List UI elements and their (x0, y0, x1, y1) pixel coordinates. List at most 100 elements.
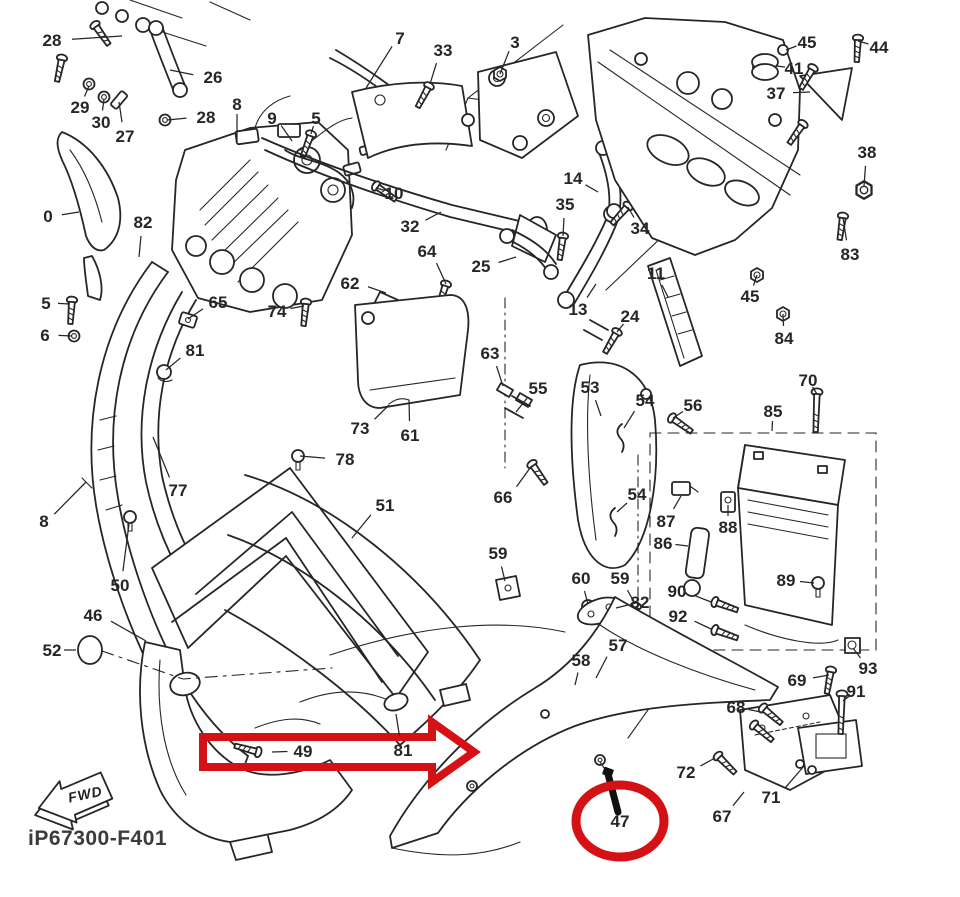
part-label-91: 91 (847, 682, 866, 701)
leader-line (574, 672, 579, 686)
leader-line (498, 256, 517, 264)
part-label-38: 38 (858, 143, 877, 162)
part-label-45: 45 (798, 33, 817, 52)
leader-line (122, 523, 130, 572)
stay-links (499, 140, 689, 357)
leader-line (863, 165, 867, 187)
part-label-82: 82 (631, 593, 650, 612)
leader-line (429, 62, 438, 85)
part-label-58: 58 (572, 651, 591, 670)
leader-line (585, 184, 599, 193)
leader-line (615, 604, 629, 609)
part-label-86: 86 (654, 534, 673, 553)
part-label-88: 88 (719, 518, 738, 537)
leader-line (58, 334, 73, 337)
part-label-83: 83 (841, 245, 860, 264)
leader-line (748, 708, 762, 713)
part-label-74: 74 (268, 302, 287, 321)
diagram-artwork (51, 0, 877, 861)
stay-link-26 (51, 18, 318, 160)
part-label-35: 35 (556, 195, 575, 214)
leader-line (842, 695, 850, 702)
leader-line (499, 50, 510, 75)
leader-line (792, 91, 811, 94)
leader-line (435, 262, 447, 285)
leader-line (395, 713, 401, 737)
leader-line (857, 40, 869, 45)
part-label-90: 90 (668, 582, 687, 601)
leader-line (799, 580, 815, 584)
part-label-25: 25 (472, 257, 491, 276)
part-label-92: 92 (669, 607, 688, 626)
part-label-44: 44 (870, 38, 889, 57)
leader-line (61, 211, 80, 216)
leader-line (57, 302, 71, 305)
leader-line (299, 455, 326, 459)
leader-line (280, 125, 293, 142)
leader-line (166, 117, 187, 121)
leader-line (169, 69, 194, 76)
part-label-66: 66 (494, 488, 513, 507)
leader-line (562, 217, 565, 237)
leader-line (515, 397, 528, 413)
part-label-81: 81 (186, 341, 205, 360)
part-label-5: 5 (311, 109, 320, 128)
part-label-32: 32 (401, 217, 420, 236)
leader-line (152, 436, 171, 478)
engine (171, 95, 375, 313)
leader-line (623, 410, 636, 429)
part-label-69: 69 (788, 671, 807, 690)
leader-line (583, 590, 589, 605)
part-label-53: 53 (581, 378, 600, 397)
part-label-50: 50 (111, 576, 130, 595)
inner-panel-61 (354, 294, 609, 488)
leader-line (408, 399, 411, 422)
leader-line (785, 765, 805, 788)
leader-line (785, 45, 797, 51)
part-label-28: 28 (43, 31, 62, 50)
part-label-59: 59 (489, 544, 508, 563)
leader-line (425, 211, 442, 221)
part-label-85: 85 (764, 402, 783, 421)
leader-line (365, 45, 393, 89)
part-label-49: 49 (294, 742, 313, 761)
leader-line (500, 566, 506, 582)
part-label-6: 6 (40, 326, 49, 345)
leader-line (271, 750, 288, 753)
part-label-0: 0 (43, 207, 52, 226)
leader-line (626, 589, 636, 605)
mirror-part (56, 131, 122, 301)
leader-line (672, 495, 682, 510)
leader-line (732, 791, 745, 807)
leader-line (374, 404, 390, 420)
part-label-13: 13 (569, 300, 588, 319)
leader-line (118, 101, 123, 123)
leader-line (694, 620, 712, 630)
fwd-arrow: FWD (34, 771, 114, 831)
part-label-71: 71 (762, 788, 781, 807)
part-label-7: 7 (395, 29, 404, 48)
part-label-28: 28 (197, 108, 216, 127)
part-label-29: 29 (71, 98, 90, 117)
leader-line (53, 481, 87, 515)
part-label-64: 64 (418, 242, 437, 261)
leader-line (693, 594, 712, 603)
frame (587, 17, 873, 367)
part-label-73: 73 (351, 419, 370, 438)
leader-line (310, 125, 315, 135)
part-label-52: 52 (43, 641, 62, 660)
part-label-54: 54 (636, 391, 655, 410)
leader-line (771, 420, 774, 432)
leader-line (812, 674, 830, 679)
part-label-46: 46 (84, 606, 103, 625)
leader-line (842, 217, 848, 241)
leader-line (627, 206, 635, 218)
leader-line (290, 305, 305, 310)
part-label-72: 72 (677, 763, 696, 782)
leader-line (700, 757, 716, 767)
part-label-84: 84 (775, 329, 794, 348)
part-label-8: 8 (39, 512, 48, 531)
part-label-8: 8 (232, 95, 241, 114)
